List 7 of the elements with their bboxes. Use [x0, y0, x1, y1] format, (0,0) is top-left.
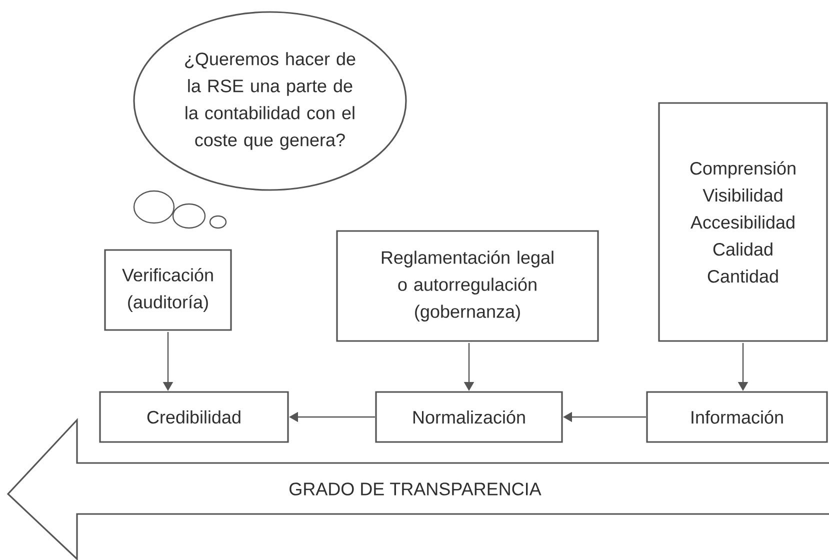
list-box: Comprensión Visibilidad Accesibilidad Calidad Cantidad — [658, 102, 828, 342]
process-box: Reglamentación legal o autorregulación (gobernanza) — [336, 230, 599, 342]
process-box: Verificación (auditoría) — [104, 249, 232, 331]
thought-bubble: ¿Queremos hacer de la RSE una parte de la contabilidad con el coste que genera? — [133, 11, 407, 229]
process-box: Credibilidad — [99, 391, 289, 443]
process-box: Información — [646, 391, 828, 443]
process-box: Normalización — [375, 391, 563, 443]
